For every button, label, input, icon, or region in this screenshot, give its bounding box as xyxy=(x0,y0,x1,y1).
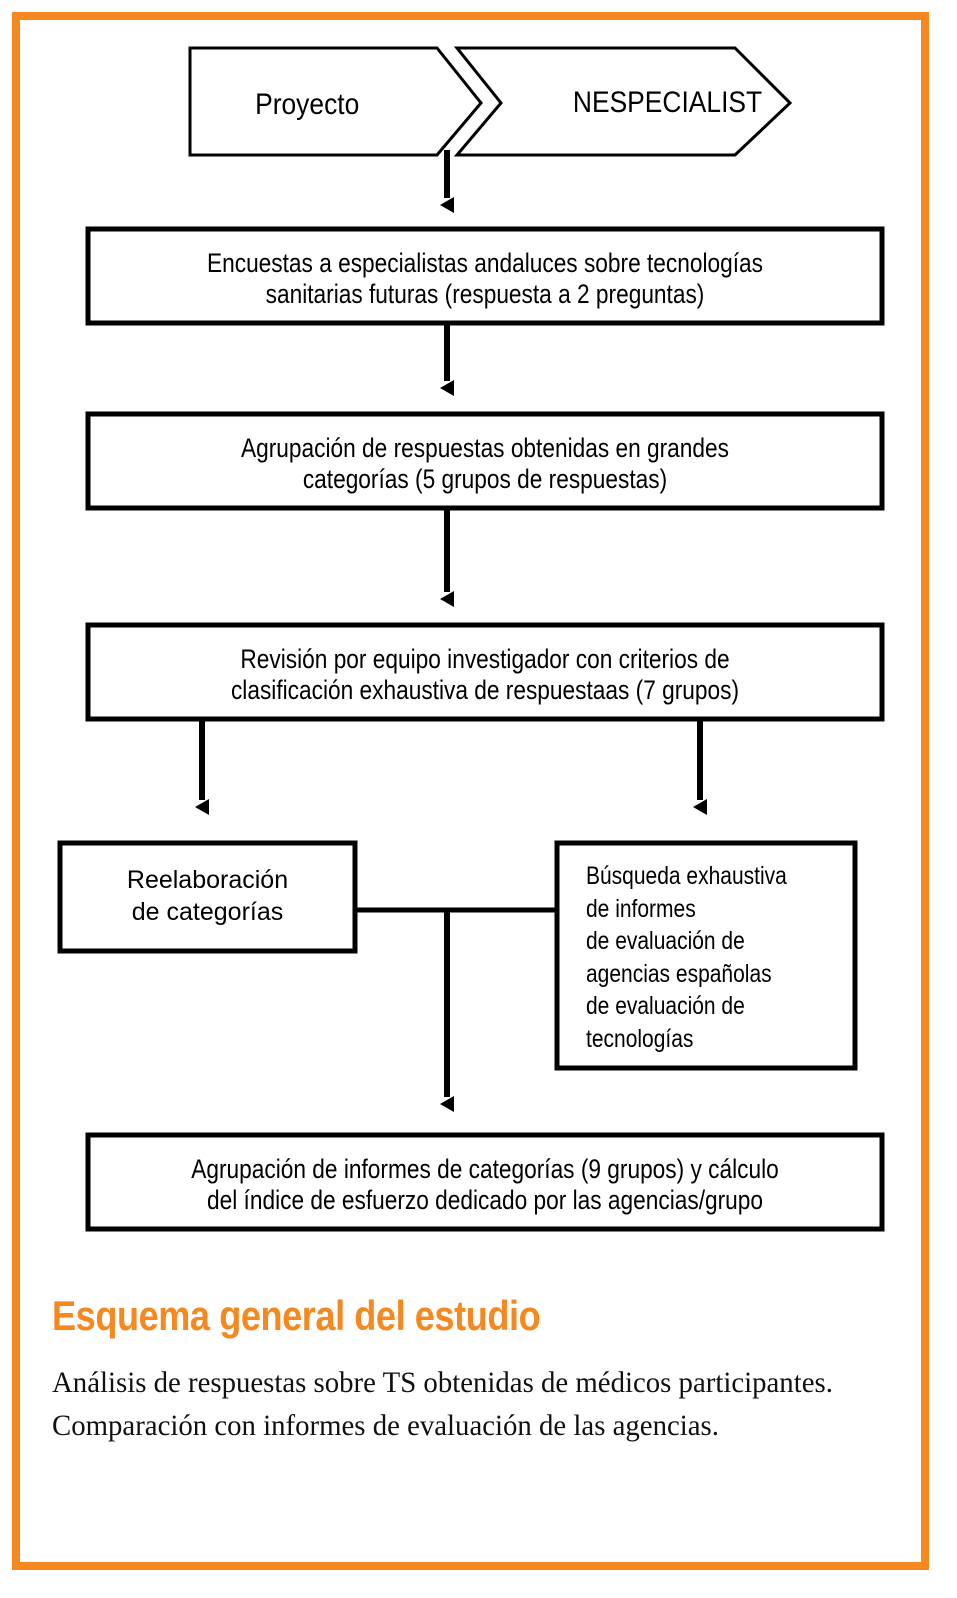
node-agrupacion-informes-label: Agrupación de informes de categorías (9 … xyxy=(191,1154,779,1215)
node-busqueda-label: Búsqueda exhaustiva de informes de evalu… xyxy=(586,862,787,1053)
node-reelaboracion-label: Reelaboración de categorías xyxy=(126,866,289,926)
node-revision-shape xyxy=(85,622,885,722)
node-agrupacion-respuestas-label: Agrupación de respuestas obtenidas en gr… xyxy=(241,433,729,494)
node-agrupacion-respuestas-shape xyxy=(85,411,885,511)
node-agrupacion-informes-shape xyxy=(85,1132,885,1232)
node-encuestas-shape xyxy=(85,226,885,326)
study-title: Esquema general del estudio xyxy=(52,1292,541,1339)
caption-block: Esquema general del estudio Análisis de … xyxy=(52,1292,892,1447)
flowchart-canvas xyxy=(57,46,885,1232)
node-revision-label: Revisión por equipo investigador con cri… xyxy=(230,644,740,705)
node-busqueda-shape xyxy=(554,840,858,1071)
node-encuestas-label: Encuestas a especialistas andaluces sobr… xyxy=(206,248,764,309)
chevron-nespecialist-shape xyxy=(453,46,793,157)
chevron-nespecialist-label: NESPECIALIST xyxy=(572,86,763,119)
chevron-proyecto-label: Proyecto xyxy=(255,88,360,121)
node-reelaboracion-shape xyxy=(57,840,358,954)
chevron-proyecto-shape xyxy=(188,46,483,157)
study-description: Análisis de respuestas sobre TS obtenida… xyxy=(52,1366,833,1442)
